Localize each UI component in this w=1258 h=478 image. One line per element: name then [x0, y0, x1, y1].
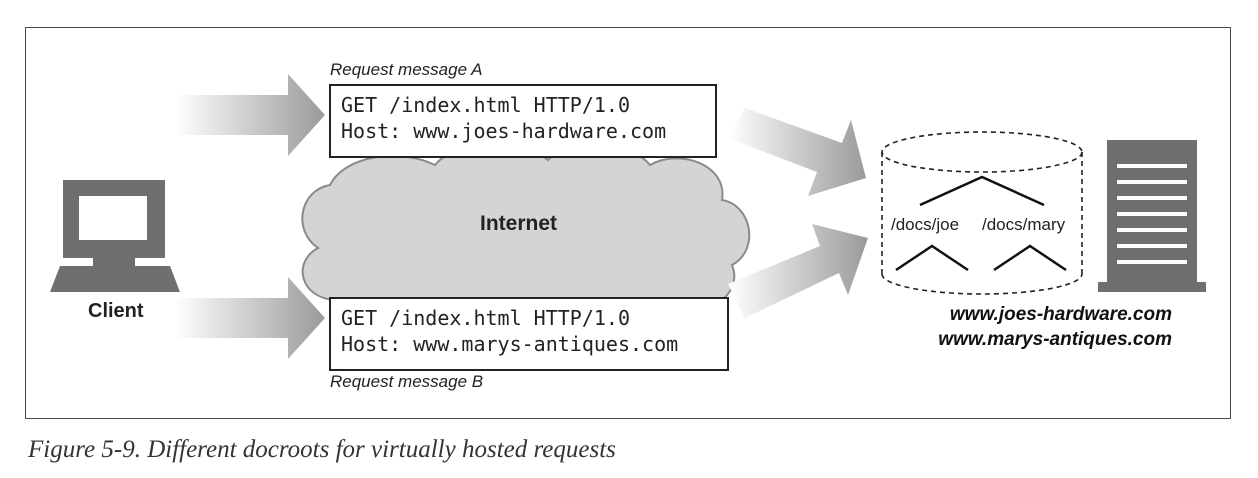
request-a-line1: GET /index.html HTTP/1.0 [341, 93, 630, 117]
client-computer-icon [50, 180, 180, 292]
server-tower-icon [1098, 140, 1206, 292]
request-a-line2: Host: www.joes-hardware.com [341, 119, 667, 143]
figure-frame [25, 27, 1231, 419]
arrow-client-to-request-b [175, 277, 325, 359]
request-a-label: Request message A [330, 60, 483, 79]
directory-tree-lines [895, 175, 1067, 272]
host-joes-hardware: www.joes-hardware.com [949, 304, 1172, 325]
client-label: Client [88, 300, 144, 322]
request-b-line2: Host: www.marys-antiques.com [341, 332, 679, 356]
request-b-line1: GET /index.html HTTP/1.0 [341, 306, 630, 330]
request-b-label: Request message B [330, 372, 484, 391]
arrow-request-a-to-server [728, 108, 866, 196]
docroot-mary-label: /docs/mary [982, 215, 1066, 234]
arrow-request-b-to-server [728, 224, 868, 318]
request-b-box: GET /index.html HTTP/1.0 Host: www.marys… [329, 297, 729, 371]
host-marys-antiques: www.marys-antiques.com [938, 329, 1172, 350]
figure-caption: Figure 5-9. Different docroots for virtu… [28, 436, 616, 463]
request-a-box: GET /index.html HTTP/1.0 Host: www.joes-… [329, 84, 717, 158]
internet-label: Internet [480, 212, 558, 235]
arrow-client-to-request-a [175, 74, 325, 156]
docroot-cylinder-icon [881, 131, 1083, 295]
docroot-joe-label: /docs/joe [891, 215, 960, 234]
